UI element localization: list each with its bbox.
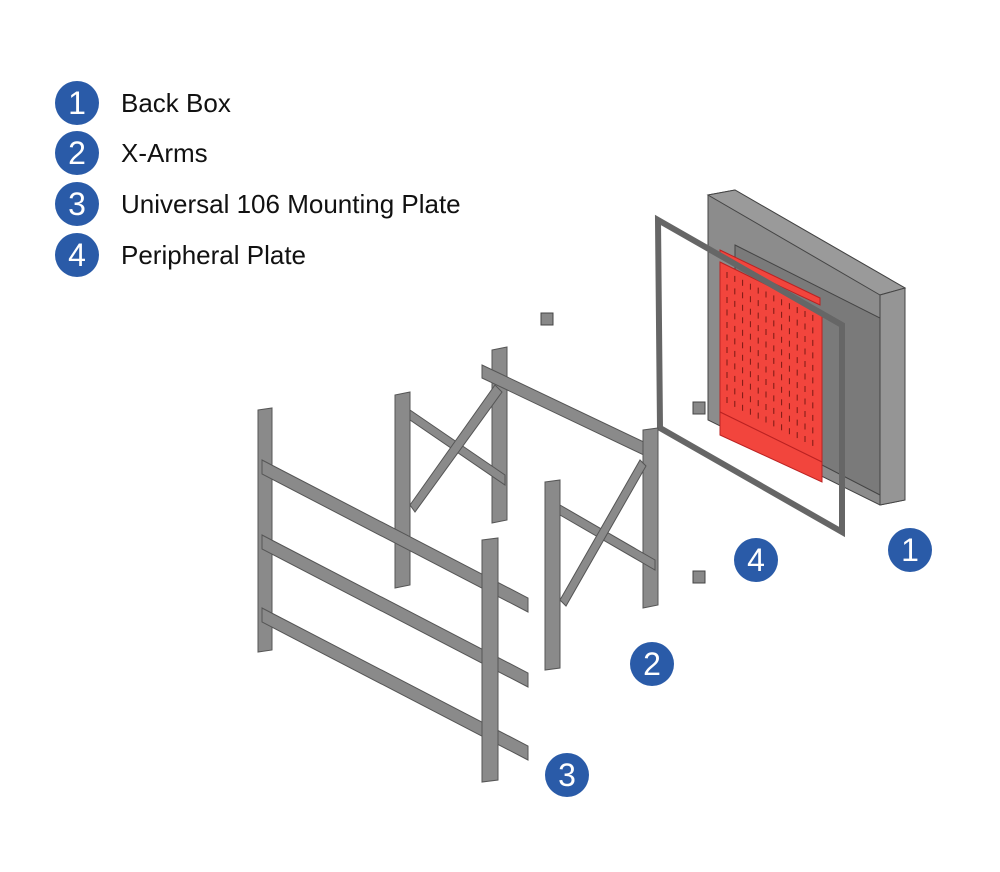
legend-label: Universal 106 Mounting Plate: [121, 188, 461, 219]
legend-item-peripheral-plate: 4 Peripheral Plate: [55, 233, 306, 277]
legend-label: Peripheral Plate: [121, 239, 306, 270]
peripheral-plate-slots: [726, 272, 814, 446]
mounting-plate: [257, 407, 529, 783]
legend-label: Back Box: [121, 87, 231, 118]
number-badge: 2: [55, 131, 99, 175]
number-badge: 3: [55, 182, 99, 226]
number-badge: 1: [55, 81, 99, 125]
callout-mounting-plate: 3: [545, 753, 589, 797]
frame: [654, 214, 845, 538]
number-badge: 4: [55, 233, 99, 277]
hardware-parts: [540, 312, 706, 584]
x-arms: [394, 346, 659, 671]
legend-item-x-arms: 2 X-Arms: [55, 131, 208, 175]
callout-x-arms: 2: [630, 642, 674, 686]
callout-peripheral-plate: 4: [734, 538, 778, 582]
callout-back-box: 1: [888, 528, 932, 572]
legend-item-mounting-plate: 3 Universal 106 Mounting Plate: [55, 182, 461, 226]
legend-label: X-Arms: [121, 137, 208, 168]
legend-item-back-box: 1 Back Box: [55, 81, 231, 125]
